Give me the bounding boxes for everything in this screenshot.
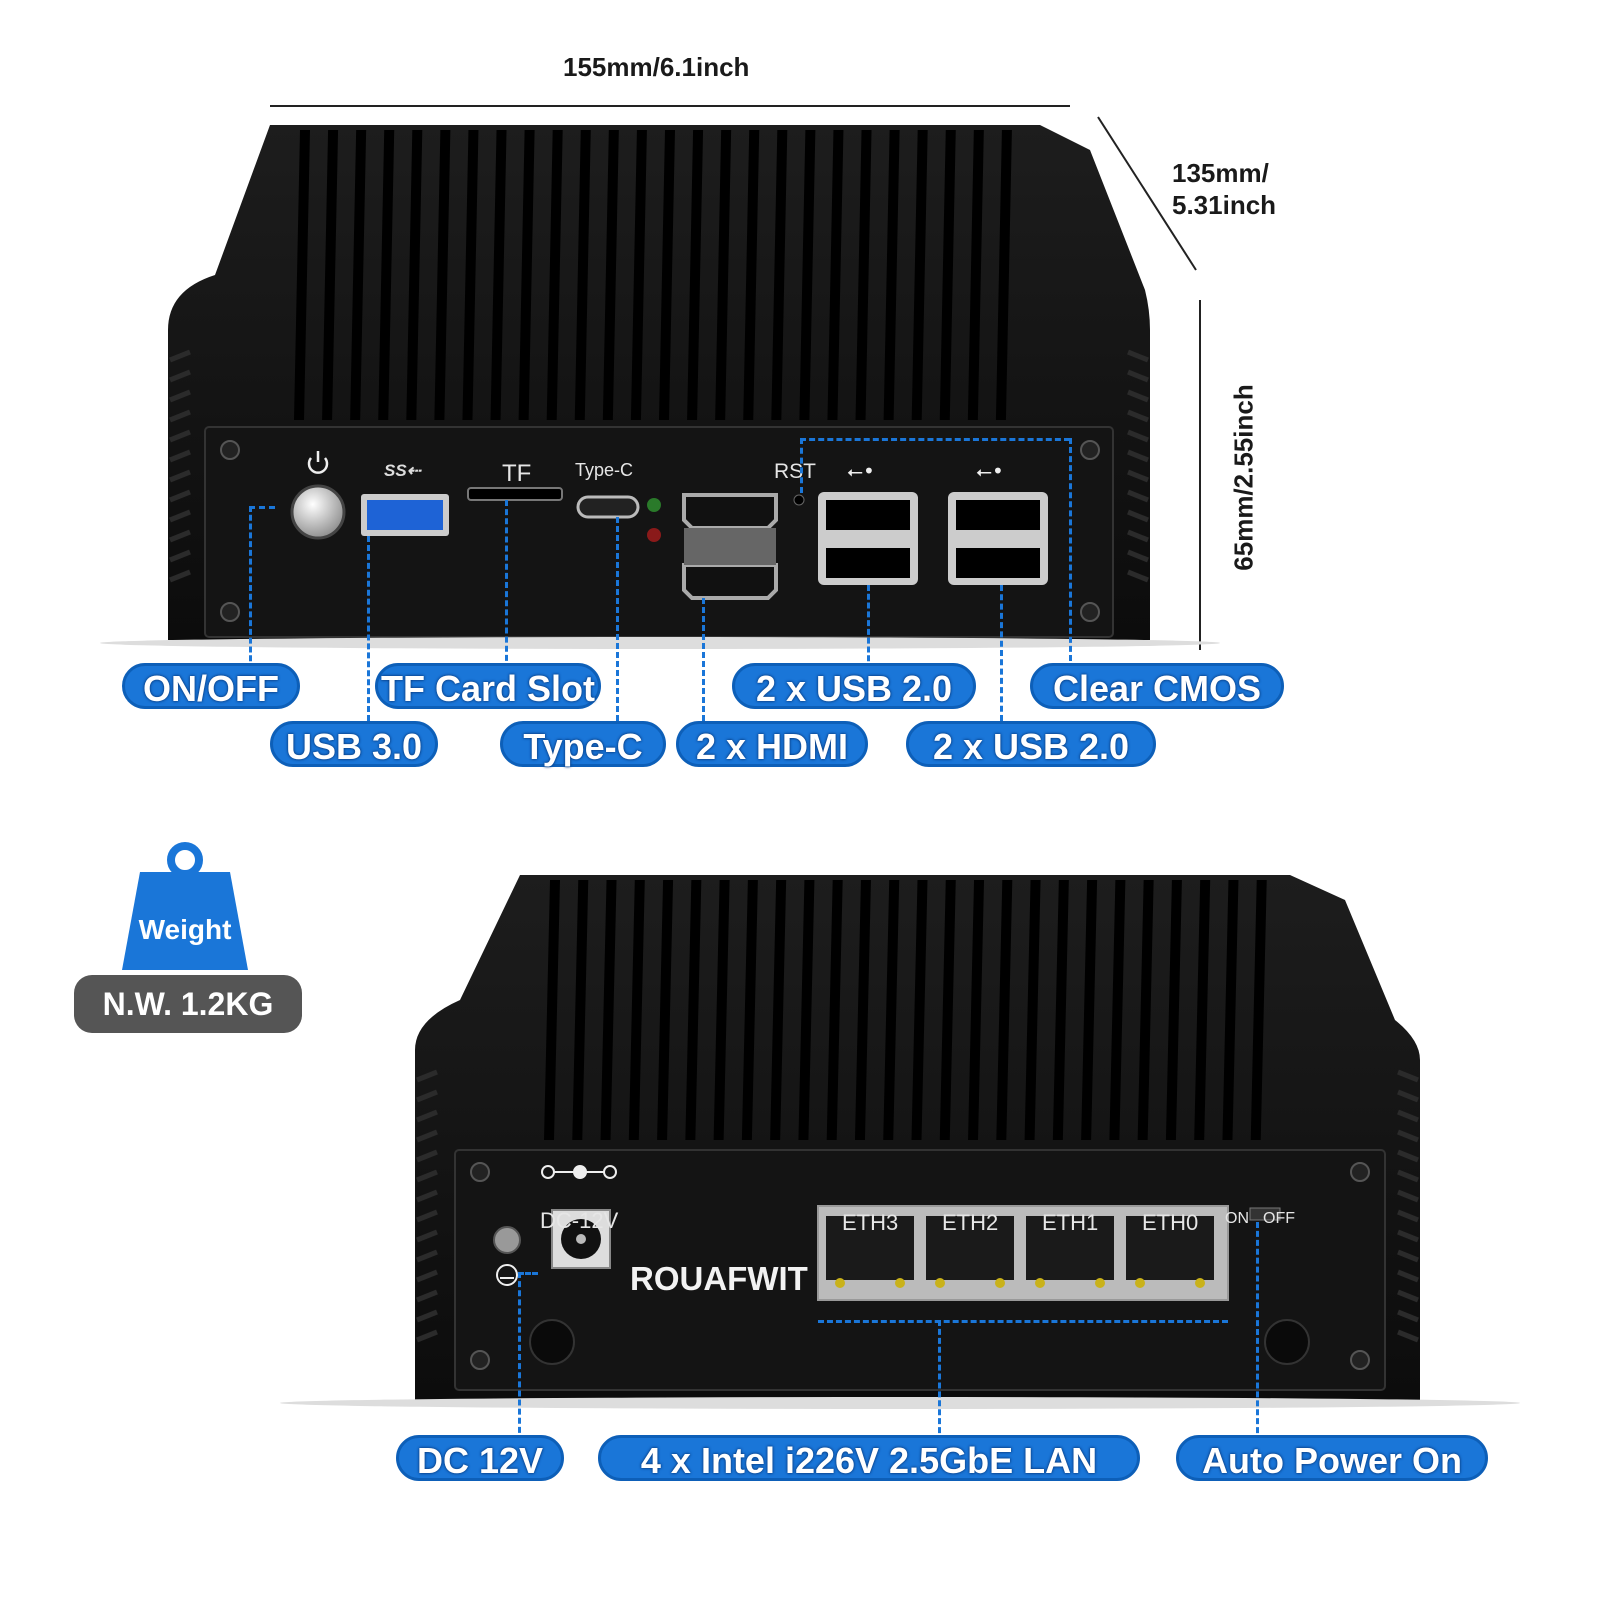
heatsink-fin-slot bbox=[600, 880, 617, 1140]
heatsink-fin-slot bbox=[1109, 880, 1126, 1140]
heatsink-fin-slot bbox=[798, 880, 815, 1140]
heatsink-fin-slot bbox=[911, 880, 928, 1140]
weight-icon bbox=[122, 842, 248, 970]
heatsink-fin-slot bbox=[518, 130, 535, 420]
dc-12v-port-label: DC-12V bbox=[540, 1208, 619, 1233]
heatsink-fin-slot bbox=[939, 130, 956, 420]
rst-port-label: RST bbox=[774, 460, 816, 483]
heatsink-fin-slot bbox=[855, 130, 872, 420]
switch-on-label: ON bbox=[1225, 1210, 1249, 1227]
heatsink-fin-slot bbox=[771, 130, 788, 420]
heatsink-fin-slot bbox=[630, 130, 647, 420]
heatsink-fin-slot bbox=[1081, 880, 1098, 1140]
eth1-port-label: ETH1 bbox=[1042, 1210, 1099, 1235]
heatsink-fin-slot bbox=[967, 130, 984, 420]
heatsink-fin-slot bbox=[715, 130, 732, 420]
depth-dimension-label-line1: 135mm/ bbox=[1172, 158, 1269, 188]
heatsink-fin-slot bbox=[294, 130, 310, 420]
heatsink-fin-slot bbox=[968, 880, 985, 1140]
heatsink-fin-slot bbox=[939, 880, 956, 1140]
heatsink-fin-slot bbox=[1024, 880, 1041, 1140]
height-dimension-label: 65mm/2.55inch bbox=[1228, 384, 1259, 571]
callout-usb30: USB 3.0 bbox=[270, 721, 438, 767]
heatsink-fin-slot bbox=[713, 880, 730, 1140]
power-icon bbox=[307, 451, 329, 474]
heatsink-fin-slot bbox=[995, 130, 1012, 420]
callout-tf-card-slot: TF Card Slot bbox=[375, 663, 601, 709]
dc-polarity-icon bbox=[541, 1165, 617, 1179]
heatsink-fin-slot bbox=[602, 130, 619, 420]
weight-value: N.W. 1.2KG bbox=[74, 975, 302, 1033]
heatsink-fin-slot bbox=[854, 880, 871, 1140]
usb-icon: ⭠• bbox=[976, 459, 1004, 483]
callout-auto-power-on: Auto Power On bbox=[1176, 1435, 1488, 1481]
heatsink-fin-slot bbox=[434, 130, 451, 420]
heatsink-fin-slot bbox=[659, 130, 675, 420]
callout-hdmi: 2 x HDMI bbox=[676, 721, 868, 767]
callout-dc-12v: DC 12V bbox=[396, 1435, 564, 1481]
heatsink-fin-slot bbox=[657, 880, 674, 1140]
heatsink-fin-slot bbox=[1165, 880, 1182, 1140]
weight-icon-label: Weight bbox=[138, 914, 232, 945]
heatsink-fin-slot bbox=[1222, 880, 1239, 1140]
heatsink-fin-slot bbox=[770, 880, 787, 1140]
callout-usb20-b: 2 x USB 2.0 bbox=[906, 721, 1156, 767]
heatsink-fin-slot bbox=[996, 880, 1013, 1140]
ground-icon bbox=[496, 1264, 518, 1286]
heatsink-fin-slot bbox=[490, 130, 507, 420]
rear-device-illustration bbox=[280, 875, 1520, 1409]
heatsink-fin-slot bbox=[687, 130, 704, 420]
switch-off-label: OFF bbox=[1263, 1210, 1295, 1227]
heatsink-fin-slot bbox=[1052, 880, 1069, 1140]
heatsink-fin-slot bbox=[883, 130, 900, 420]
heatsink-fin-slot bbox=[883, 880, 900, 1140]
heatsink-fin-slot bbox=[743, 130, 760, 420]
heatsink-fin-slot bbox=[544, 880, 560, 1140]
heatsink-fin-slot bbox=[462, 130, 479, 420]
heatsink-fin-slot bbox=[799, 130, 816, 420]
heatsink-fin-slot bbox=[1250, 880, 1267, 1140]
heatsink-fins bbox=[294, 130, 1012, 420]
callout-usb20-a: 2 x USB 2.0 bbox=[732, 663, 976, 709]
depth-dimension-label-line2: 5.31inch bbox=[1172, 190, 1277, 220]
brand-logo-text: ROUAFWIT bbox=[630, 1260, 808, 1297]
ss-usb-icon: SS⇠ bbox=[384, 461, 423, 480]
power-button-illustration bbox=[290, 484, 346, 540]
heatsink-fin-slot bbox=[628, 880, 645, 1140]
heatsink-fin-slot bbox=[911, 130, 928, 420]
front-device-illustration: SS⇠ ⭠• ⭠• bbox=[100, 105, 1220, 650]
type-c-port-label: Type-C bbox=[575, 460, 634, 480]
heatsink-fin-slot bbox=[574, 130, 591, 420]
usb-icon: ⭠• bbox=[847, 459, 875, 483]
callout-lan: 4 x Intel i226V 2.5GbE LAN bbox=[598, 1435, 1140, 1481]
heatsink-fin-slot bbox=[546, 130, 563, 420]
width-dimension-label: 155mm/6.1inch bbox=[563, 52, 750, 82]
eth0-port-label: ETH0 bbox=[1142, 1210, 1199, 1235]
callout-clear-cmos: Clear CMOS bbox=[1030, 663, 1284, 709]
heatsink-fin-slot bbox=[685, 880, 702, 1140]
heatsink-fin-slot bbox=[1137, 880, 1154, 1140]
heatsink-fin-slot bbox=[1194, 880, 1211, 1140]
heatsink-fin-slot bbox=[350, 130, 367, 420]
callout-on-off: ON/OFF bbox=[122, 663, 300, 709]
heatsink-fin-slot bbox=[572, 880, 589, 1140]
heatsink-fin-slot bbox=[406, 130, 423, 420]
callout-type-c: Type-C bbox=[500, 721, 666, 767]
heatsink-fin-slot bbox=[378, 130, 395, 420]
heatsink-fin-slot bbox=[322, 130, 339, 420]
tf-port-label: TF bbox=[502, 460, 532, 487]
eth2-port-label: ETH2 bbox=[942, 1210, 999, 1235]
heatsink-fin-slot bbox=[827, 130, 844, 420]
heatsink-fin-slot bbox=[741, 880, 758, 1140]
heatsink-fin-slot bbox=[826, 880, 843, 1140]
eth3-port-label: ETH3 bbox=[842, 1210, 899, 1235]
